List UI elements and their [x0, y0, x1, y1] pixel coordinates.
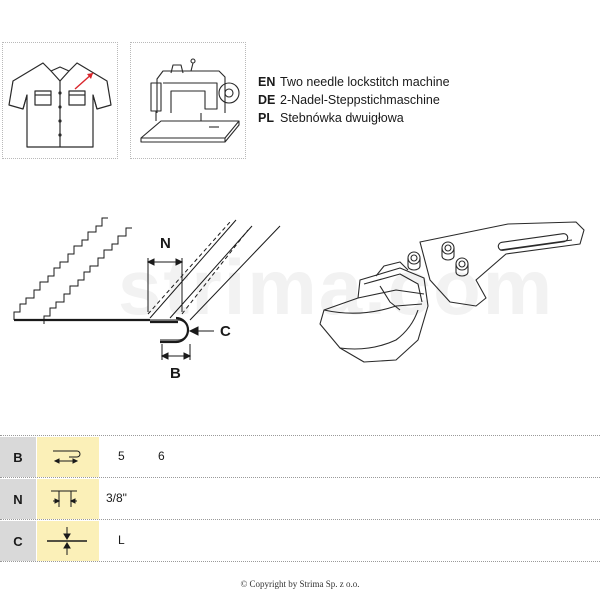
table-divider [0, 435, 600, 436]
spec-label: N [0, 479, 36, 519]
screw-icon [441, 241, 455, 261]
spec-label: C [0, 521, 36, 561]
fold-width-icon [53, 450, 81, 464]
folder-attachment-drawing [319, 221, 585, 363]
table-divider [0, 477, 600, 478]
spec-row-b: B 5 6 [0, 437, 600, 477]
screw-icon [455, 257, 469, 277]
shirt-icon [8, 62, 112, 148]
copyright-notice: © Copyright by Strima Sp. z o.o. [240, 579, 360, 589]
fabric-edge-back [13, 217, 108, 320]
spec-value: 5 [118, 449, 125, 463]
table-divider [0, 519, 600, 520]
spec-value: L [118, 533, 125, 547]
spec-value: 6 [158, 449, 165, 463]
fold-diagram: N C B [13, 217, 281, 382]
spec-label: B [0, 437, 36, 477]
spec-icon-cell [37, 437, 99, 477]
adjustment-slot [497, 233, 569, 251]
label-b: B [170, 365, 181, 382]
spec-row-c: C L [0, 521, 600, 561]
label-c: C [220, 323, 231, 340]
sewing-machine-icon [140, 58, 240, 143]
screw-icon [407, 251, 421, 271]
spec-value: 3/8" [106, 491, 127, 505]
spec-row-n: N 3/8" [0, 479, 600, 519]
fabric-edge-front [43, 227, 132, 324]
machine-thumbnail [130, 42, 246, 159]
needle-gauge-icon [51, 490, 77, 507]
material-thickness-icon [47, 527, 87, 555]
spec-icon-cell [37, 521, 99, 561]
garment-thumbnail [2, 42, 118, 159]
spec-icon-cell [37, 479, 99, 519]
table-divider [0, 561, 600, 562]
label-n: N [160, 235, 171, 252]
